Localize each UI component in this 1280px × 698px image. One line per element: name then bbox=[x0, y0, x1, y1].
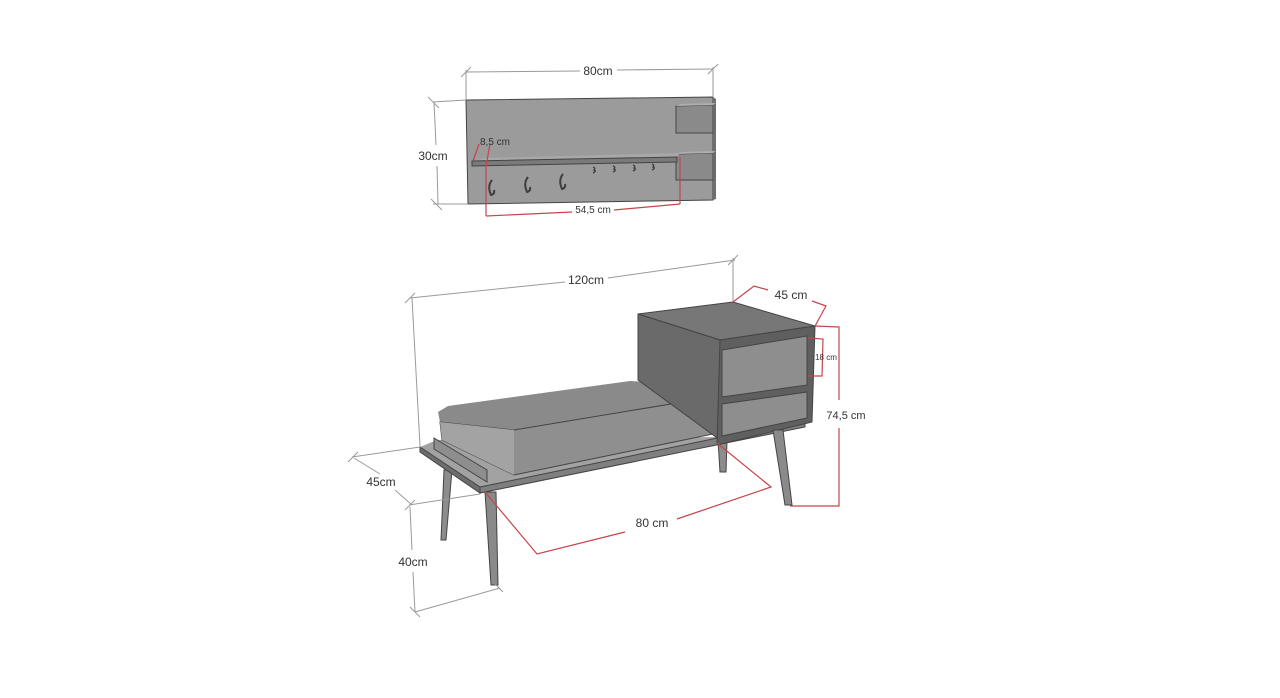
seat-cushion bbox=[438, 381, 714, 476]
bench: 120cm 45 cm 18 cm 74,5 cm 45cm bbox=[347, 254, 866, 618]
upper-box bbox=[675, 103, 716, 134]
drawer-height-label: 18 cm bbox=[815, 353, 837, 362]
wall-shelf: 80cm 30cm 8,5 cm 54,5 cm bbox=[418, 63, 719, 217]
front-rail bbox=[433, 437, 488, 483]
lower-box bbox=[675, 151, 716, 181]
shelf-depth-label: 8,5 cm bbox=[480, 137, 510, 148]
large-hooks bbox=[488, 173, 567, 197]
shelf-board bbox=[471, 153, 680, 167]
dimension-total-width: 120cm bbox=[404, 254, 739, 447]
dimension-shelf-length: 54,5 cm bbox=[485, 157, 681, 217]
dimension-seat-height: 40cm bbox=[398, 506, 504, 618]
shelf-length-label: 54,5 cm bbox=[575, 205, 611, 216]
total-width-label: 120cm bbox=[568, 273, 604, 287]
dimension-bench-depth: 45cm bbox=[347, 446, 481, 511]
dimension-drawer-height: 18 cm bbox=[807, 337, 837, 377]
leg-front-right bbox=[772, 429, 793, 506]
cabinet-depth-label: 45 cm bbox=[775, 288, 808, 302]
leg-front-left bbox=[484, 491, 499, 586]
cabinet bbox=[637, 301, 816, 446]
seat-length-label: 80 cm bbox=[636, 516, 669, 530]
dimension-shelf-depth: 8,5 cm bbox=[472, 137, 510, 167]
drawer-bottom bbox=[721, 391, 808, 437]
bench-depth-label: 45cm bbox=[366, 475, 395, 489]
cabinet-height-label: 74,5 cm bbox=[826, 410, 865, 422]
wall-height-label: 30cm bbox=[418, 149, 447, 163]
dimension-wall-width: 80cm bbox=[460, 63, 719, 100]
leg-back-left bbox=[440, 469, 453, 541]
small-hooks bbox=[592, 163, 655, 174]
drawer-top bbox=[721, 335, 808, 398]
dimension-wall-height: 30cm bbox=[418, 96, 468, 211]
dimension-cabinet-depth: 45 cm bbox=[732, 285, 827, 327]
seat-height-label: 40cm bbox=[398, 555, 427, 569]
wall-width-label: 80cm bbox=[583, 64, 612, 78]
dimension-seat-length: 80 cm bbox=[484, 442, 773, 555]
dimension-cabinet-height: 74,5 cm bbox=[790, 325, 866, 507]
